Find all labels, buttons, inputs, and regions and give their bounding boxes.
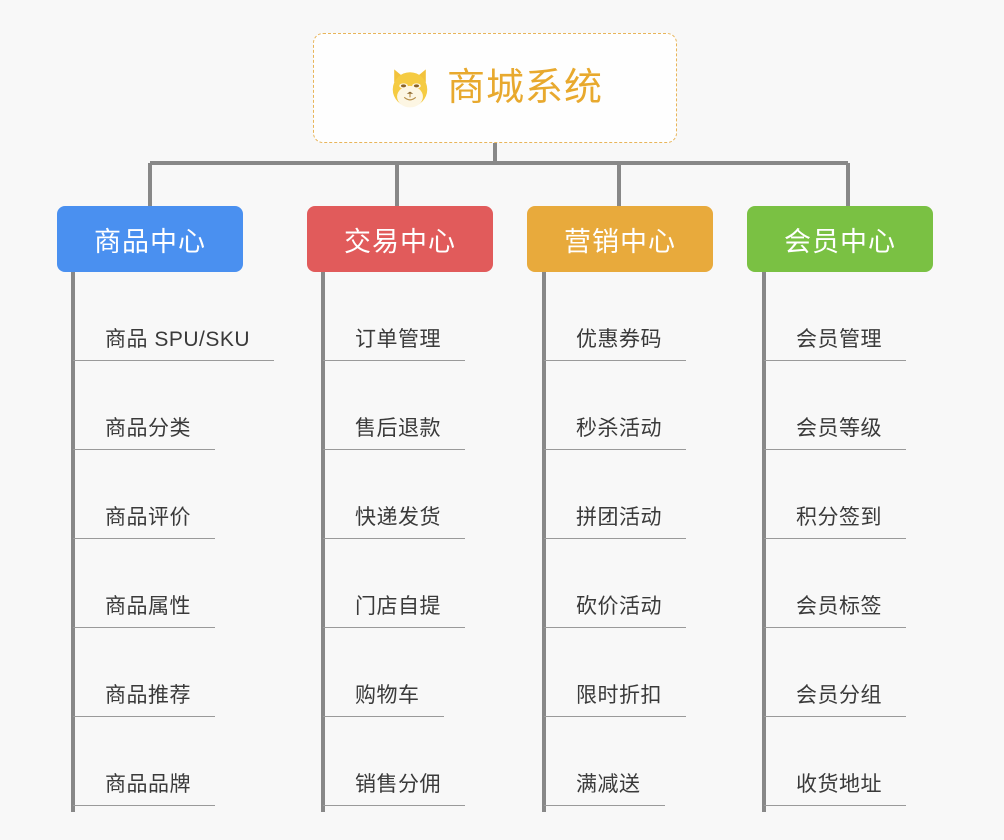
leaf-label: 商品 SPU/SKU bbox=[73, 329, 275, 361]
leaf-item[interactable]: 限时折扣 bbox=[544, 628, 686, 717]
leaf-label: 会员标签 bbox=[764, 596, 906, 628]
leaf-column-商品中心: 商品 SPU/SKU 商品分类 商品评价 商品属性 商品推荐 商品品牌 bbox=[73, 272, 275, 806]
leaf-label: 拼团活动 bbox=[544, 507, 686, 539]
leaf-item[interactable]: 拼团活动 bbox=[544, 450, 686, 539]
leaf-item[interactable]: 砍价活动 bbox=[544, 539, 686, 628]
leaf-label: 秒杀活动 bbox=[544, 418, 686, 450]
leaf-label: 会员等级 bbox=[764, 418, 906, 450]
leaf-label: 快递发货 bbox=[323, 507, 465, 539]
leaf-item[interactable]: 商品 SPU/SKU bbox=[73, 272, 275, 361]
leaf-item[interactable]: 商品分类 bbox=[73, 361, 274, 450]
leaf-label: 商品属性 bbox=[73, 596, 215, 628]
leaf-label: 商品分类 bbox=[73, 418, 215, 450]
leaf-label: 积分签到 bbox=[764, 507, 906, 539]
leaf-column-营销中心: 优惠券码 秒杀活动 拼团活动 砍价活动 限时折扣 满减送 bbox=[544, 272, 686, 806]
shiba-dog-face-icon bbox=[392, 69, 428, 108]
leaf-label: 会员分组 bbox=[764, 685, 906, 717]
leaf-label: 门店自提 bbox=[323, 596, 465, 628]
category-box-会员中心[interactable]: 会员中心 bbox=[747, 206, 933, 272]
leaf-label: 会员管理 bbox=[764, 329, 906, 361]
leaf-item[interactable]: 销售分佣 bbox=[323, 717, 465, 806]
leaf-item[interactable]: 会员管理 bbox=[764, 272, 906, 361]
category-label: 营销中心 bbox=[564, 226, 676, 257]
leaf-label: 商品推荐 bbox=[73, 685, 215, 717]
leaf-item[interactable]: 订单管理 bbox=[323, 272, 465, 361]
leaf-label: 满减送 bbox=[544, 774, 665, 806]
leaf-item[interactable]: 商品推荐 bbox=[73, 628, 274, 717]
category-box-营销中心[interactable]: 营销中心 bbox=[527, 206, 713, 272]
leaf-label: 商品评价 bbox=[73, 507, 215, 539]
leaf-item[interactable]: 优惠券码 bbox=[544, 272, 686, 361]
category-box-交易中心[interactable]: 交易中心 bbox=[307, 206, 493, 272]
leaf-item[interactable]: 会员等级 bbox=[764, 361, 906, 450]
leaf-item[interactable]: 快递发货 bbox=[323, 450, 465, 539]
leaf-item[interactable]: 购物车 bbox=[323, 628, 465, 717]
category-label: 交易中心 bbox=[344, 226, 456, 257]
category-box-商品中心[interactable]: 商品中心 bbox=[57, 206, 243, 272]
leaf-item[interactable]: 秒杀活动 bbox=[544, 361, 686, 450]
leaf-item[interactable]: 商品属性 bbox=[73, 539, 274, 628]
leaf-item[interactable]: 满减送 bbox=[544, 717, 686, 806]
category-label: 商品中心 bbox=[94, 226, 206, 257]
root-node[interactable]: 商城系统 bbox=[313, 33, 677, 143]
leaf-item[interactable]: 商品评价 bbox=[73, 450, 274, 539]
root-title: 商城系统 bbox=[446, 67, 603, 109]
leaf-label: 限时折扣 bbox=[544, 685, 686, 717]
leaf-label: 订单管理 bbox=[323, 329, 465, 361]
leaf-label: 销售分佣 bbox=[323, 774, 465, 806]
leaf-item[interactable]: 售后退款 bbox=[323, 361, 465, 450]
leaf-item[interactable]: 商品品牌 bbox=[73, 717, 274, 806]
leaf-item[interactable]: 会员标签 bbox=[764, 539, 906, 628]
leaf-item[interactable]: 收货地址 bbox=[764, 717, 906, 806]
leaf-label: 砍价活动 bbox=[544, 596, 686, 628]
leaf-column-会员中心: 会员管理 会员等级 积分签到 会员标签 会员分组 收货地址 bbox=[764, 272, 906, 806]
leaf-label: 商品品牌 bbox=[73, 774, 215, 806]
leaf-item[interactable]: 门店自提 bbox=[323, 539, 465, 628]
leaf-item[interactable]: 积分签到 bbox=[764, 450, 906, 539]
leaf-label: 购物车 bbox=[323, 685, 444, 717]
leaf-item[interactable]: 会员分组 bbox=[764, 628, 906, 717]
leaf-label: 收货地址 bbox=[764, 774, 906, 806]
category-label: 会员中心 bbox=[784, 226, 896, 257]
leaf-label: 优惠券码 bbox=[544, 329, 686, 361]
leaf-label: 售后退款 bbox=[323, 418, 465, 450]
leaf-column-交易中心: 订单管理 售后退款 快递发货 门店自提 购物车 销售分佣 bbox=[323, 272, 465, 806]
